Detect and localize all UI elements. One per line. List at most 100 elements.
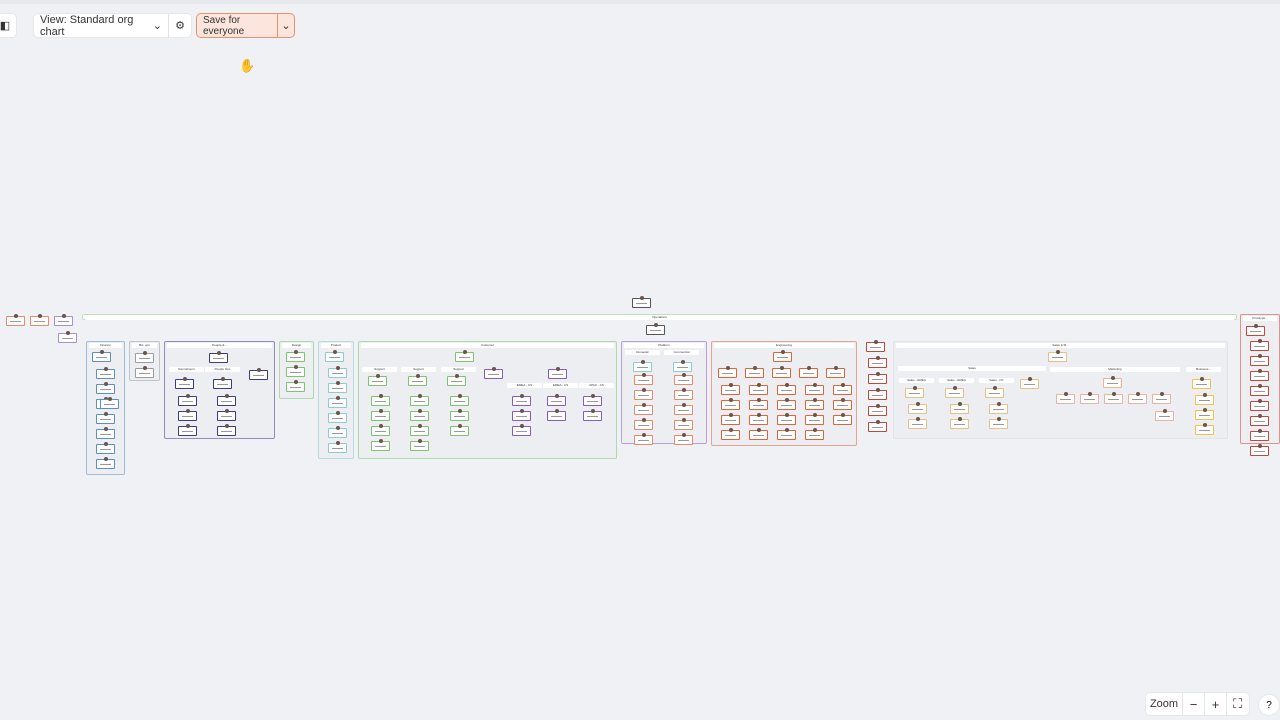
employee-card[interactable] — [249, 368, 268, 380]
employee-card[interactable] — [371, 424, 390, 436]
employee-card[interactable] — [805, 383, 824, 395]
save-for-everyone-button[interactable]: Save for everyone — [197, 14, 278, 37]
employee-card[interactable] — [777, 413, 796, 425]
employee-card[interactable] — [217, 424, 236, 436]
employee-card[interactable] — [1048, 350, 1067, 362]
employee-card[interactable] — [6, 314, 25, 326]
employee-card[interactable] — [674, 403, 693, 415]
employee-card[interactable] — [135, 351, 154, 363]
employee-card[interactable] — [1250, 384, 1269, 396]
employee-card[interactable] — [1056, 392, 1075, 404]
employee-card[interactable] — [1104, 392, 1123, 404]
employee-card[interactable] — [371, 394, 390, 406]
employee-card[interactable] — [512, 409, 531, 421]
employee-card[interactable] — [632, 296, 651, 308]
employee-card[interactable] — [805, 428, 824, 440]
employee-card[interactable] — [749, 383, 768, 395]
employee-card[interactable] — [455, 350, 474, 362]
employee-card[interactable] — [721, 413, 740, 425]
employee-card[interactable] — [1250, 444, 1269, 456]
employee-card[interactable] — [985, 386, 1004, 398]
employee-card[interactable] — [96, 427, 115, 439]
employee-card[interactable] — [92, 350, 111, 362]
employee-card[interactable] — [410, 439, 429, 451]
employee-card[interactable] — [772, 366, 791, 378]
employee-card[interactable] — [634, 403, 653, 415]
toggle-sidebar-button[interactable]: ◧ — [0, 14, 16, 37]
employee-card[interactable] — [1250, 354, 1269, 366]
employee-card[interactable] — [450, 424, 469, 436]
employee-card[interactable] — [96, 367, 115, 379]
employee-card[interactable] — [749, 428, 768, 440]
employee-card[interactable] — [583, 394, 602, 406]
employee-card[interactable] — [368, 374, 387, 386]
employee-card[interactable] — [583, 409, 602, 421]
employee-card[interactable] — [1195, 408, 1214, 420]
employee-card[interactable] — [777, 428, 796, 440]
employee-card[interactable] — [328, 411, 347, 423]
employee-card[interactable] — [721, 428, 740, 440]
employee-card[interactable] — [484, 367, 503, 379]
employee-card[interactable] — [905, 386, 924, 398]
employee-card[interactable] — [325, 350, 344, 362]
employee-card[interactable] — [1155, 409, 1174, 421]
employee-card[interactable] — [1250, 339, 1269, 351]
zoom-in-button[interactable]: + — [1204, 693, 1226, 715]
employee-card[interactable] — [634, 388, 653, 400]
employee-card[interactable] — [777, 398, 796, 410]
employee-card[interactable] — [749, 413, 768, 425]
employee-card[interactable] — [950, 417, 969, 429]
employee-card[interactable] — [286, 380, 305, 392]
employee-card[interactable] — [547, 394, 566, 406]
employee-card[interactable] — [950, 402, 969, 414]
employee-card[interactable] — [1020, 377, 1039, 389]
employee-card[interactable] — [721, 383, 740, 395]
employee-card[interactable] — [213, 377, 232, 389]
employee-card[interactable] — [209, 351, 228, 363]
employee-card[interactable] — [868, 420, 887, 432]
employee-card[interactable] — [745, 366, 764, 378]
employee-card[interactable] — [371, 409, 390, 421]
save-options-dropdown[interactable]: ⌄ — [278, 19, 294, 32]
employee-card[interactable] — [58, 331, 77, 343]
employee-card[interactable] — [408, 374, 427, 386]
help-button[interactable]: ? — [1259, 695, 1279, 715]
employee-card[interactable] — [833, 383, 852, 395]
employee-card[interactable] — [178, 424, 197, 436]
view-dropdown[interactable]: View: Standard org chart⌄ — [34, 14, 169, 38]
employee-card[interactable] — [868, 388, 887, 400]
employee-card[interactable] — [96, 412, 115, 424]
employee-card[interactable] — [450, 409, 469, 421]
employee-card[interactable] — [866, 340, 885, 352]
fit-screen-button[interactable]: ⛶ — [1226, 693, 1248, 715]
employee-card[interactable] — [217, 409, 236, 421]
employee-card[interactable] — [328, 381, 347, 393]
employee-card[interactable] — [100, 397, 119, 409]
employee-card[interactable] — [96, 457, 115, 469]
employee-card[interactable] — [512, 424, 531, 436]
employee-card[interactable] — [945, 386, 964, 398]
employee-card[interactable] — [1250, 429, 1269, 441]
employee-card[interactable] — [674, 388, 693, 400]
employee-card[interactable] — [646, 323, 665, 335]
employee-card[interactable] — [674, 433, 693, 445]
employee-card[interactable] — [1152, 392, 1171, 404]
employee-card[interactable] — [633, 360, 652, 372]
employee-card[interactable] — [721, 398, 740, 410]
employee-card[interactable] — [410, 424, 429, 436]
employee-card[interactable] — [868, 356, 887, 368]
employee-card[interactable] — [805, 398, 824, 410]
employee-card[interactable] — [328, 441, 347, 453]
employee-card[interactable] — [1192, 377, 1211, 389]
employee-card[interactable] — [30, 314, 49, 326]
employee-card[interactable] — [135, 366, 154, 378]
employee-card[interactable] — [833, 413, 852, 425]
employee-card[interactable] — [634, 373, 653, 385]
employee-card[interactable] — [328, 396, 347, 408]
employee-card[interactable] — [178, 394, 197, 406]
employee-card[interactable] — [450, 394, 469, 406]
employee-card[interactable] — [773, 350, 792, 362]
employee-card[interactable] — [799, 366, 818, 378]
employee-card[interactable] — [1128, 392, 1147, 404]
